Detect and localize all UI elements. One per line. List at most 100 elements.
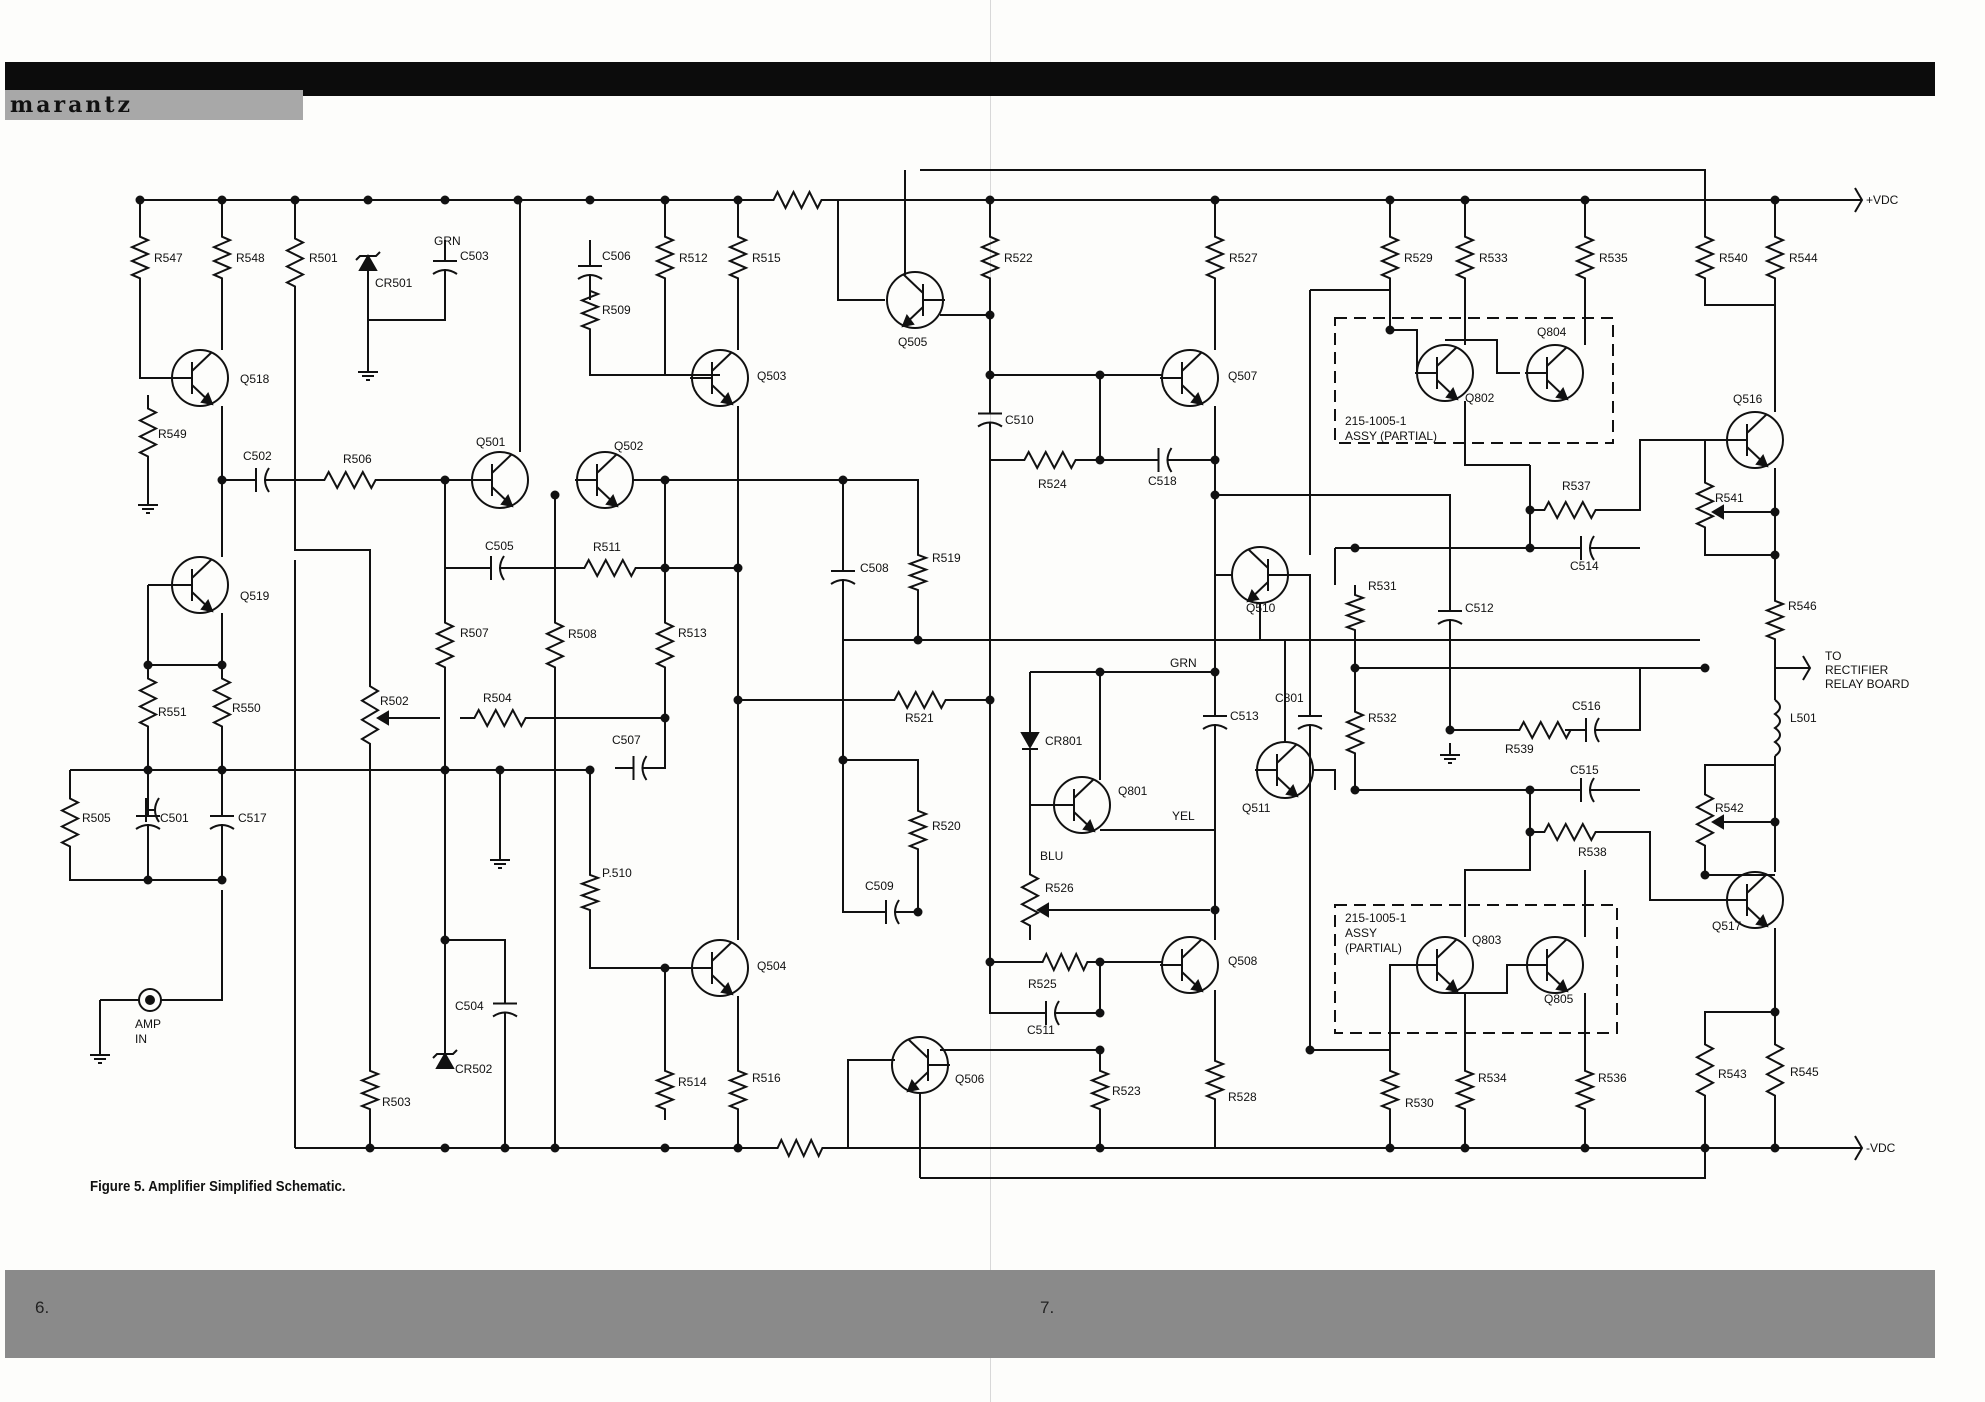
transistor-label: Q802 <box>1465 391 1495 405</box>
junction-dot <box>143 875 153 885</box>
junction-dot <box>550 490 560 500</box>
resistor <box>907 800 929 860</box>
resistor-label: R542 <box>1715 801 1744 815</box>
wire <box>1215 494 1451 590</box>
transistor-label: Q506 <box>955 1072 985 1086</box>
junction-dot <box>660 475 670 485</box>
junction-dot <box>495 765 505 775</box>
resistor <box>1694 1030 1716 1110</box>
rectifier-label: RELAY BOARD <box>1825 677 1910 691</box>
resistor <box>1019 860 1041 940</box>
resistor-label: R530 <box>1405 1096 1434 1110</box>
junction-dot <box>1700 870 1710 880</box>
capacitor-plate <box>154 797 160 823</box>
wire <box>1313 769 1336 790</box>
resistor <box>1344 700 1366 765</box>
transistor-arrow <box>500 493 514 508</box>
resistor <box>727 225 749 290</box>
resistor-label: R544 <box>1789 251 1818 265</box>
wire <box>1449 640 1505 731</box>
resistor-label: R534 <box>1478 1071 1507 1085</box>
wire-color-label: YEL <box>1172 809 1195 823</box>
resistor-label: R505 <box>82 811 111 825</box>
junction-dot <box>838 475 848 485</box>
junction-dot <box>1700 663 1710 673</box>
capacitor-plate <box>1589 777 1595 803</box>
capacitor-plate <box>135 824 161 830</box>
transistor-arrow <box>605 493 619 508</box>
resistor-label: R525 <box>1028 977 1057 991</box>
diode-label: CR501 <box>375 276 413 290</box>
capacitor-plate <box>1166 447 1173 473</box>
resistor-label: R526 <box>1045 881 1074 895</box>
junction-dot <box>1770 1143 1780 1153</box>
wire <box>1464 832 1531 937</box>
resistor <box>129 225 151 290</box>
capacitor-label: C502 <box>243 449 272 463</box>
resistor <box>1030 951 1100 973</box>
resistor <box>360 670 380 760</box>
junction-dot <box>660 713 670 723</box>
transistor-label: Q504 <box>757 959 787 973</box>
transistor-collector <box>191 558 213 579</box>
wire <box>1288 574 1311 690</box>
junction-dot <box>1385 1143 1395 1153</box>
resistor-label: R531 <box>1368 579 1397 593</box>
wire <box>445 939 506 975</box>
resistor <box>1454 225 1476 290</box>
resistor-label: R540 <box>1719 251 1748 265</box>
wire <box>69 860 222 881</box>
transistor-arrow <box>1755 453 1769 468</box>
junction-dot <box>1210 905 1220 915</box>
resistor <box>359 1060 381 1120</box>
resistor <box>1454 1060 1476 1120</box>
transistor-arrow <box>1755 913 1769 928</box>
junction-dot <box>1095 455 1105 465</box>
junction-dot <box>585 765 595 775</box>
resistor-label: R506 <box>343 452 372 466</box>
resistor-label: R551 <box>158 705 187 719</box>
resistor-label: R536 <box>1598 1071 1627 1085</box>
junction-dot <box>733 695 743 705</box>
transistor-collector <box>1546 938 1568 959</box>
resistor <box>1764 1030 1786 1110</box>
diode-cr801 <box>1020 732 1040 750</box>
transistor-label: Q510 <box>1246 601 1276 615</box>
wire <box>989 940 1030 963</box>
junction-dot <box>363 195 373 205</box>
capacitor-plate <box>1589 535 1595 561</box>
resistor-label: R546 <box>1788 599 1817 613</box>
transistor-arrow <box>720 391 734 406</box>
transistor-collector <box>1746 413 1768 434</box>
transistor-label: Q501 <box>476 435 506 449</box>
capacitor-plate <box>432 269 458 275</box>
wire <box>1389 290 1418 373</box>
resistor <box>654 225 676 290</box>
wire <box>1704 764 1775 780</box>
wire-color-label: GRN <box>1170 656 1197 670</box>
diode-label: CR502 <box>455 1062 493 1076</box>
resistor-label: R503 <box>382 1095 411 1109</box>
capacitor-plate <box>1297 724 1323 730</box>
junction-dot <box>1700 1143 1710 1153</box>
assembly-label: ASSY (PARTIAL) <box>1345 429 1437 443</box>
transistor-collector <box>1746 873 1768 894</box>
wire <box>540 680 666 719</box>
assembly-label: 215-1005-1 <box>1345 911 1407 925</box>
capacitor-plate <box>492 1011 518 1018</box>
transistor-arrow <box>1285 783 1299 798</box>
junction-dot <box>985 310 995 320</box>
transistor-label: Q507 <box>1228 369 1258 383</box>
wire <box>1704 540 1775 556</box>
junction-dot <box>1770 507 1780 517</box>
wire <box>589 340 720 376</box>
transistor-collector <box>711 941 733 962</box>
resistor-label: R550 <box>232 701 261 715</box>
capacitor-label: C501 <box>160 811 189 825</box>
junction-dot <box>513 195 523 205</box>
wire <box>1854 1135 1864 1161</box>
junction-dot <box>365 1143 375 1153</box>
